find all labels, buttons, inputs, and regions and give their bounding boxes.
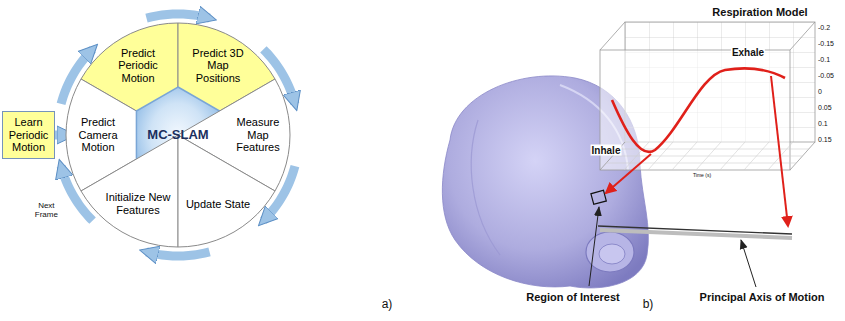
curve-label: Exhale — [731, 47, 765, 58]
callout-label: Region of Interest — [526, 291, 620, 303]
tick-label: 0 — [818, 88, 822, 96]
axis-shadow — [600, 230, 792, 238]
region-of-interest-box — [591, 190, 606, 204]
process-label: Measure Map Features — [225, 116, 291, 154]
red-arrow — [771, 76, 788, 226]
chart-edges — [600, 22, 815, 170]
tick-label: 0.1 — [818, 120, 828, 128]
red-arrow — [606, 154, 651, 193]
process-label: Initialize New Features — [105, 192, 171, 217]
sector-shape — [81, 135, 178, 247]
flow-arrow — [146, 252, 209, 256]
organ-fold — [471, 120, 500, 255]
process-label: Predict Periodic Motion — [105, 47, 171, 85]
chart-title: Respiration Model — [712, 6, 807, 18]
sector-shape — [178, 135, 275, 247]
input-box: Learn Periodic Motion — [2, 111, 55, 159]
tick-label: -0.05 — [818, 72, 834, 80]
tick-label: -0.15 — [818, 40, 834, 48]
organ-ring — [599, 244, 625, 264]
process-label: Predict 3D Map Positions — [185, 47, 251, 85]
process-label: Predict Camera Motion — [65, 116, 131, 154]
principal-axis-line — [598, 226, 792, 234]
tick-label: 0.05 — [818, 104, 832, 112]
process-label: Update State — [185, 198, 251, 211]
curve-label: Inhale — [591, 145, 622, 156]
process-label: Learn Periodic Motion — [5, 116, 52, 154]
panel-letter: b) — [643, 298, 654, 311]
edge-label: Next Frame — [30, 202, 62, 220]
tick-label: -0.2 — [818, 24, 830, 32]
center-title: MC-SLAM — [147, 128, 208, 143]
flow-arrow — [146, 14, 209, 18]
axis-title: Time (s) — [693, 173, 711, 179]
callout-label: Principal Axis of Motion — [700, 291, 825, 303]
leader-line — [589, 207, 599, 286]
tick-label: -0.1 — [818, 56, 830, 64]
leader-line — [741, 240, 756, 287]
panel-letter: a) — [382, 298, 393, 311]
tick-label: 0.15 — [818, 136, 832, 144]
respiration-curve — [612, 68, 785, 152]
chart-front-frame — [600, 50, 790, 170]
